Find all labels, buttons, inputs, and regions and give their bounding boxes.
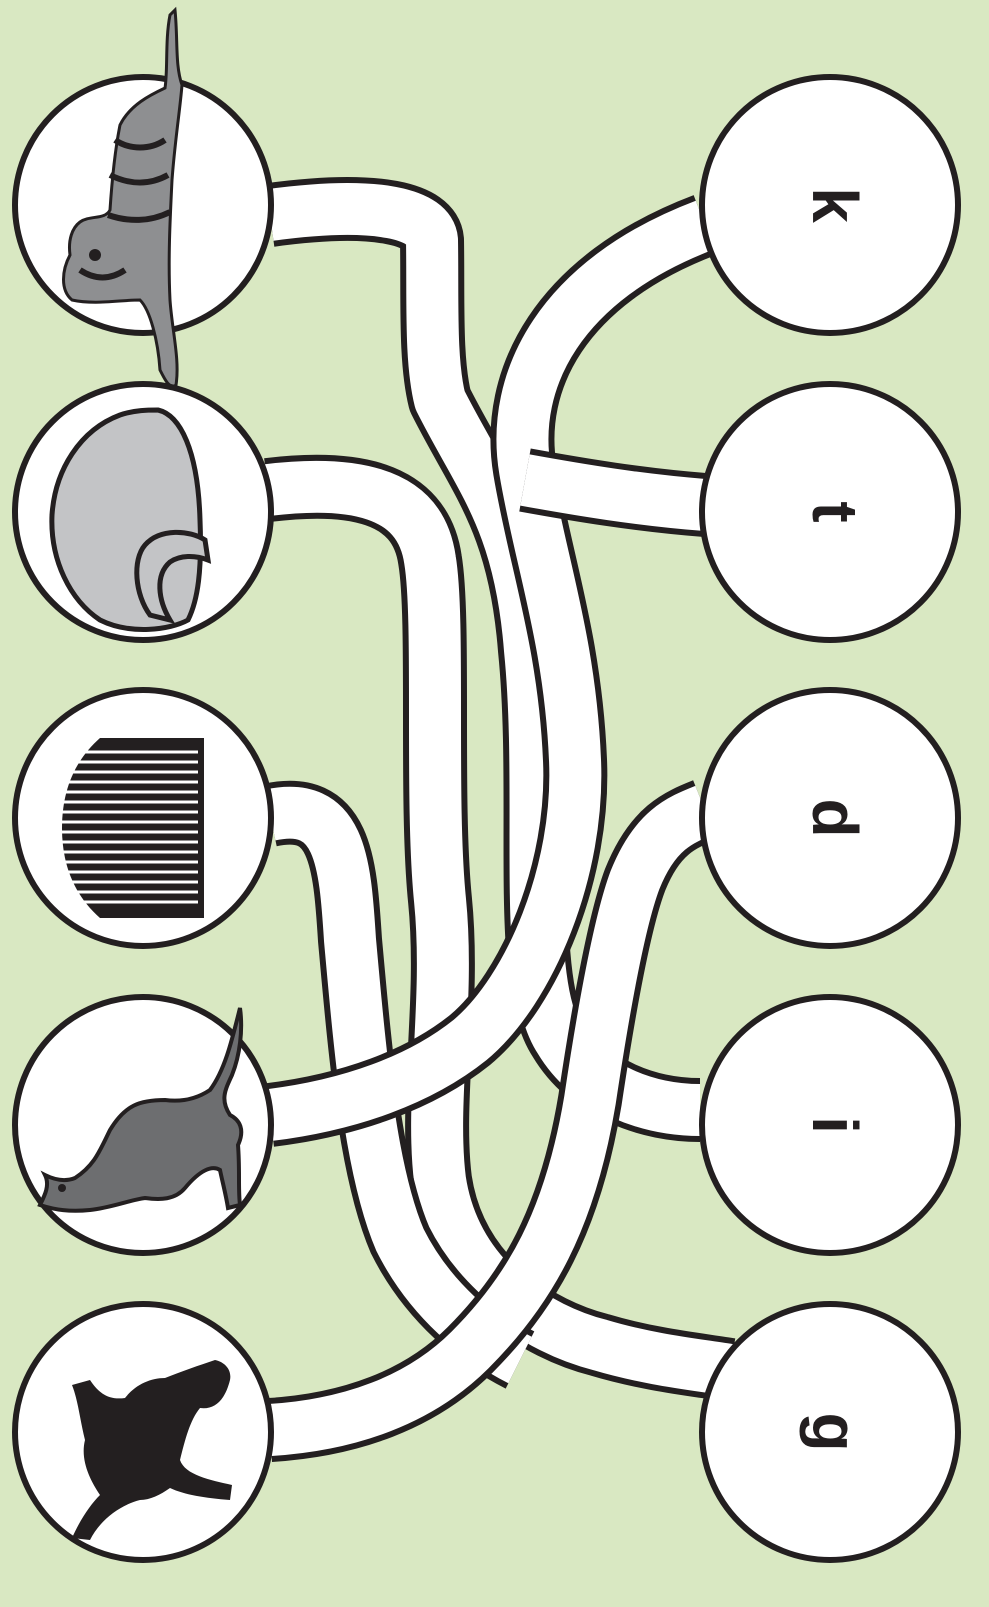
left-item-cap[interactable]: [15, 384, 271, 640]
comb-icon: [62, 738, 204, 918]
left-item-comb[interactable]: [15, 690, 271, 946]
right-item-k[interactable]: k: [702, 77, 958, 333]
left-item-kangaroo[interactable]: [15, 997, 271, 1253]
connector-tail-to-t: [525, 480, 705, 505]
right-item-i[interactable]: i: [702, 997, 958, 1253]
left-item-dog[interactable]: [15, 1304, 271, 1560]
letter-k: k: [799, 187, 871, 223]
letter-g: g: [799, 1412, 871, 1451]
letter-d: d: [799, 798, 871, 837]
right-item-d[interactable]: d: [702, 690, 958, 946]
right-item-g[interactable]: g: [702, 1304, 958, 1560]
right-item-t[interactable]: t: [702, 384, 958, 640]
letter-t: t: [799, 501, 871, 522]
letter-i: i: [799, 1116, 871, 1134]
left-item-cat[interactable]: [15, 10, 271, 386]
